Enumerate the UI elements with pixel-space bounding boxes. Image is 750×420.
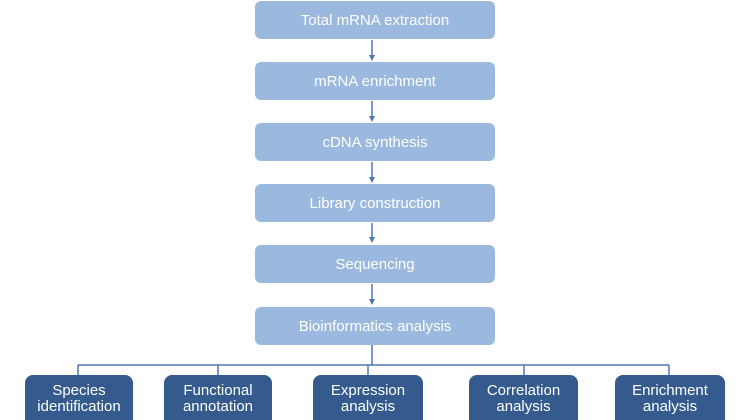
analysis-functional-annotation: Functional annotation <box>164 375 272 420</box>
analysis-label-line1: Species <box>52 381 106 399</box>
analysis-label-line2: annotation <box>182 397 254 415</box>
step-label: cDNA synthesis <box>322 133 428 151</box>
analysis-correlation-analysis: Correlation analysis <box>469 375 578 420</box>
step-label: mRNA enrichment <box>314 72 436 90</box>
step-label: Sequencing <box>335 255 415 273</box>
analysis-label-line2: identification <box>37 397 121 415</box>
analysis-label-line1: Enrichment <box>632 381 708 399</box>
step-label: Total mRNA extraction <box>300 11 450 29</box>
step-label: Library construction <box>309 194 441 212</box>
analysis-label-line1: Correlation <box>486 381 561 399</box>
step-label: Bioinformatics analysis <box>298 317 452 335</box>
analysis-enrichment-analysis: Enrichment analysis <box>615 375 725 420</box>
analysis-label-line1: Functional <box>183 381 253 399</box>
analysis-expression-analysis: Expression analysis <box>313 375 423 420</box>
step-sequencing: Sequencing <box>255 245 495 283</box>
analysis-label-line2: analysis <box>496 397 551 415</box>
step-mrna-enrichment: mRNA enrichment <box>255 62 495 100</box>
analysis-species-identification: Species identification <box>25 375 133 420</box>
step-cdna-synthesis: cDNA synthesis <box>255 123 495 161</box>
analysis-label-line1: Expression <box>330 381 406 399</box>
analysis-label-line2: analysis <box>340 397 396 415</box>
step-total-mrna-extraction: Total mRNA extraction <box>255 1 495 39</box>
step-bioinformatics-analysis: Bioinformatics analysis <box>255 307 495 345</box>
analysis-label-line2: analysis <box>642 397 698 415</box>
step-library-construction: Library construction <box>255 184 495 222</box>
